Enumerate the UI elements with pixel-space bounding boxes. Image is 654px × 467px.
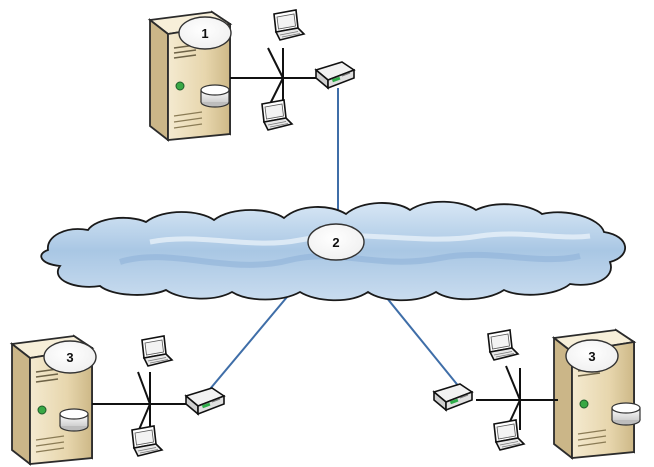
- switch-icon: [185, 387, 225, 415]
- laptop-icon: [141, 335, 173, 367]
- laptop-icon: [261, 99, 293, 131]
- laptop-icon: [487, 329, 519, 361]
- disk-icon: [200, 84, 230, 108]
- site-3-left: 3: [11, 335, 225, 465]
- site-label: 1: [201, 26, 208, 41]
- site-label: 3: [588, 349, 595, 364]
- site-1: 1: [149, 9, 355, 141]
- switch-icon: [315, 61, 355, 89]
- site-label-oval: 1: [178, 16, 232, 50]
- site-label: 3: [66, 350, 73, 365]
- network-label: 2: [332, 235, 339, 250]
- site-3-right: 3: [433, 329, 641, 459]
- laptop-icon: [131, 425, 163, 457]
- disk-icon: [59, 408, 89, 432]
- site-label-oval: 3: [565, 339, 619, 373]
- disk-icon: [611, 402, 641, 426]
- network-label-oval: 2: [307, 223, 365, 261]
- switch-icon: [433, 383, 473, 411]
- site-label-oval: 3: [43, 340, 97, 374]
- laptop-icon: [273, 9, 305, 41]
